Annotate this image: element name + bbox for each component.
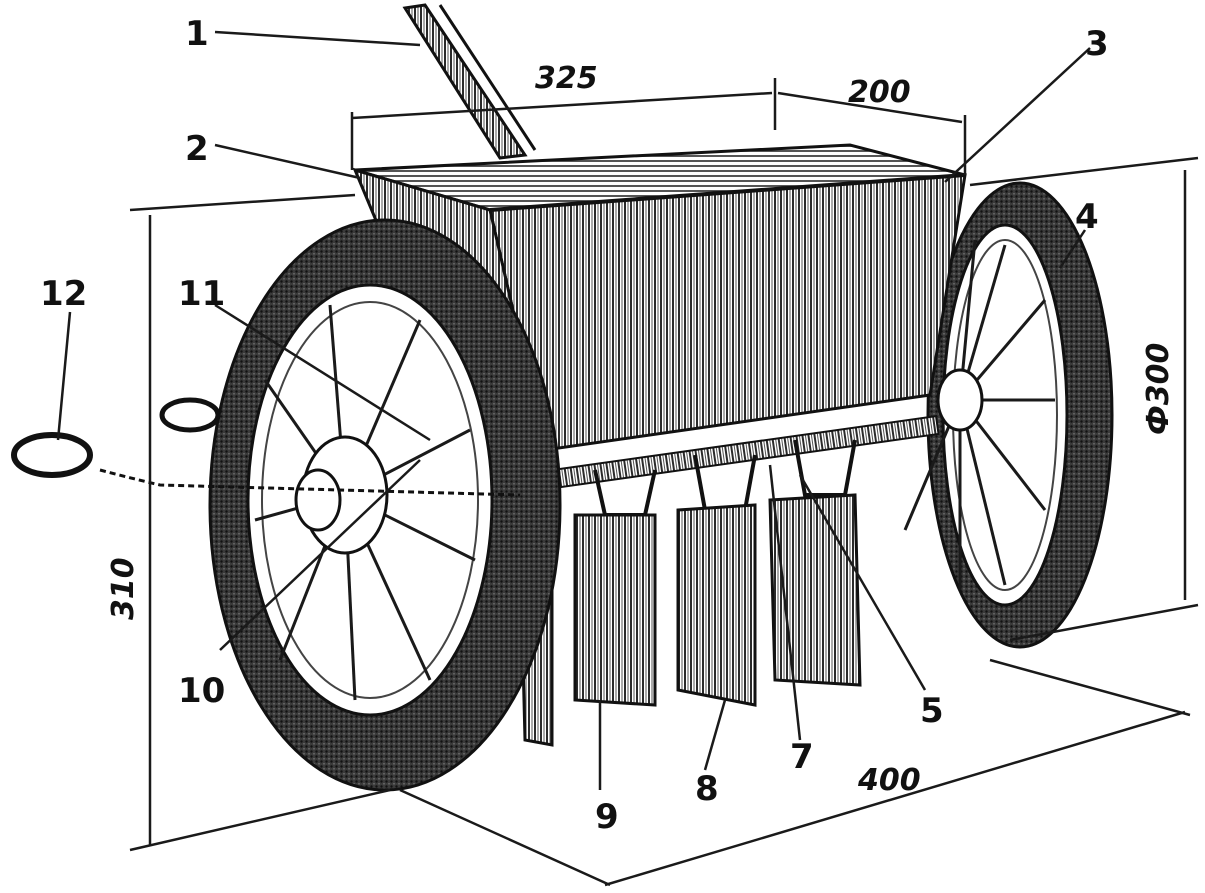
tow-ring [11, 432, 93, 478]
label-2: 2 [185, 129, 209, 169]
coulter-right [768, 439, 862, 687]
dim-phi300: Ф300 [1141, 343, 1176, 435]
label-1: 1 [185, 14, 209, 54]
dim-200: 200 [848, 75, 911, 110]
hub-cap [294, 468, 342, 532]
right-wheel [903, 181, 1114, 649]
handle [402, 3, 537, 160]
dim-325: 325 [535, 61, 598, 96]
label-8: 8 [695, 769, 719, 809]
coulter-left [573, 469, 657, 707]
label-10: 10 [178, 671, 225, 711]
dim-310: 310 [106, 557, 141, 620]
left-wheel [208, 218, 562, 792]
dimension-lines [129, 78, 1199, 887]
label-11: 11 [178, 274, 225, 314]
right-wheel-hub [936, 368, 984, 432]
leader-lines [56, 30, 1091, 790]
label-12: 12 [40, 274, 87, 314]
label-7: 7 [790, 737, 814, 777]
coulter-middle [676, 454, 757, 707]
hopper-front [488, 173, 967, 452]
label-4: 4 [1075, 197, 1099, 237]
tow-chain [11, 397, 521, 497]
label-9: 9 [595, 797, 619, 837]
rear-ring [159, 397, 221, 433]
label-5: 5 [920, 691, 944, 731]
label-3: 3 [1085, 24, 1109, 64]
dim-400: 400 [857, 763, 921, 798]
